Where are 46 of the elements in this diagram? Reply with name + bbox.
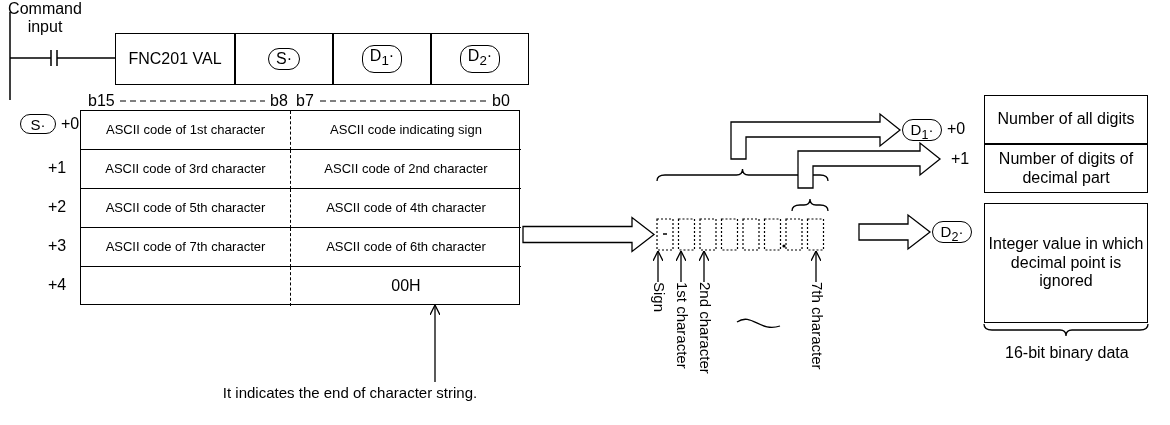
operand-symbol: D$_{1}$· (361, 45, 403, 73)
instruction-cell (333, 33, 431, 85)
bit-label: b7 (296, 92, 314, 110)
instruction-cell (431, 33, 529, 85)
offset-label: +2 (48, 198, 67, 216)
offset-label: +0 (61, 115, 80, 133)
arrow (429, 304, 441, 383)
bit-label: b15 (88, 92, 115, 110)
arrow (810, 250, 822, 283)
digit-label: Sign (648, 282, 668, 313)
hollow-arrow (522, 216, 656, 253)
result-box: Number of all digits (984, 95, 1148, 144)
offset-label: +4 (48, 276, 67, 294)
table-cell: ASCII code of 1st character (81, 111, 291, 150)
arrow (675, 250, 687, 283)
hollow-arrow (730, 112, 902, 160)
instruction-cell (235, 33, 333, 85)
data-table (80, 110, 520, 305)
table-cell: ASCII code of 6th character (291, 228, 521, 267)
operand-caption: Command input (7, 0, 83, 36)
caption-text: 16-bit binary data (1005, 344, 1129, 362)
table-cell: ASCII code indicating sign (291, 111, 521, 150)
table-cell: ASCII code of 3rd character (81, 150, 291, 189)
arrow (652, 250, 664, 283)
arrow (698, 250, 710, 283)
table-cell: ASCII code of 4th character (291, 189, 521, 228)
offset-label: +0 (947, 120, 966, 138)
result-box: Number of digits of decimal part (984, 144, 1148, 193)
table-cell: ASCII code of 2nd character (291, 150, 521, 189)
offset-label: +1 (48, 159, 67, 177)
hollow-arrow (797, 141, 942, 189)
table-cell: 00H (291, 267, 521, 306)
digit-label: 2nd character (694, 282, 714, 374)
offset-label: +3 (48, 237, 67, 255)
digit-label: 7th character (806, 282, 826, 370)
offset-label: +1 (942, 148, 978, 170)
operand-symbol: D$_{2}$· (459, 45, 501, 73)
table-cell: ASCII code of 5th character (81, 189, 291, 228)
table-cell: ASCII code of 7th character (81, 228, 291, 267)
bit-label: b0 (492, 92, 510, 110)
result-box: Integer value in which decimal point is ignored (984, 203, 1148, 323)
hollow-arrow (858, 213, 932, 251)
note-text: It indicates the end of character string. (200, 382, 500, 404)
instruction-cell: FNC201 VAL (115, 33, 235, 85)
digit-label: 1st character (671, 282, 691, 369)
bit-label: b8 (270, 92, 288, 110)
